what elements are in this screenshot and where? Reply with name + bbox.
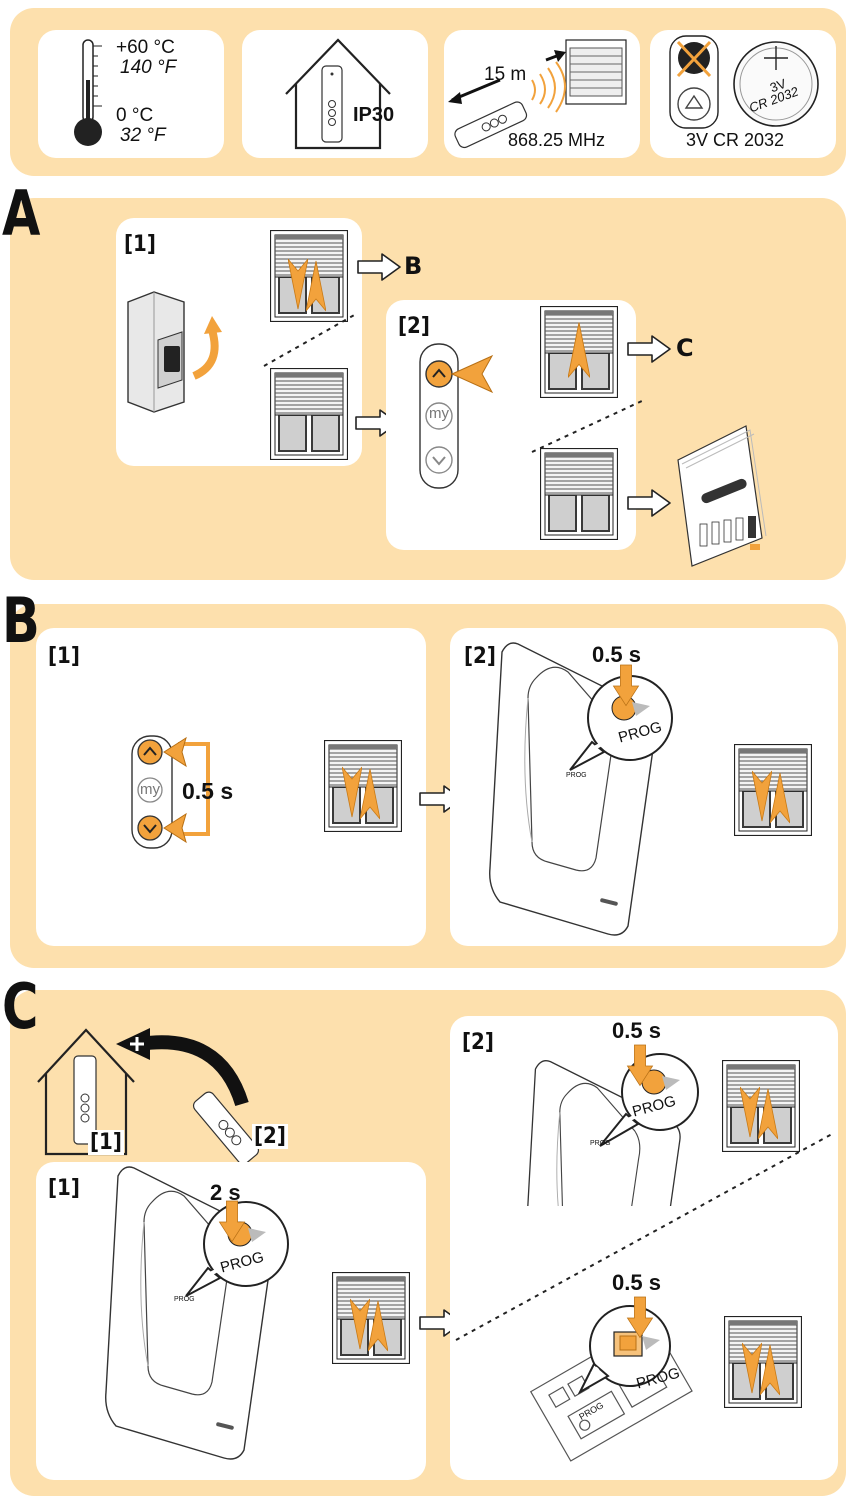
range-distance: 15 m: [484, 64, 527, 85]
time-c2b: 0.5 s: [612, 1270, 661, 1295]
dashed-divider-a1: [263, 313, 357, 367]
battery-icon: [669, 35, 819, 129]
temp-max-c: +60 °C: [116, 37, 175, 58]
blind-icon-a2-bottom: [540, 448, 618, 540]
remote-up-down-icon: [131, 735, 210, 849]
section-a-step1-label: [1]: [124, 232, 156, 257]
thermometer-icon: [74, 39, 102, 146]
motor-head-icon: [529, 1305, 693, 1462]
house-remote-c: [37, 1028, 135, 1156]
section-b-step1-label: [1]: [48, 644, 80, 669]
remote-buttons-icon: [419, 343, 494, 489]
section-b-letter: B: [2, 584, 40, 657]
temp-max-f: 140 °F: [120, 57, 177, 78]
temperature-card: [38, 30, 224, 158]
battery-label: 3V CR 2032: [686, 130, 785, 150]
my-button-b1: my: [140, 781, 160, 798]
up-down-arrows-a1: [288, 258, 326, 312]
section-b-step2-label: [2]: [464, 644, 496, 669]
up-down-arrows-b2: [752, 770, 790, 824]
section-a-step2-label: [2]: [398, 314, 430, 339]
prog-callout-b2: [569, 675, 673, 771]
section-a-letter: A: [2, 177, 41, 250]
manual-booklet-icon: [677, 425, 767, 567]
my-button-a2: my: [429, 405, 449, 422]
prog-small-c2a: PROG: [590, 1140, 611, 1147]
dashed-divider-a2: [531, 399, 645, 453]
circuit-breaker-icon: [127, 291, 222, 413]
time-b2: 0.5 s: [592, 642, 641, 667]
blind-icon-a1-bottom: [270, 368, 348, 460]
up-down-arrows-c1: [350, 1298, 388, 1352]
section-c-step1-label: [1]: [48, 1176, 80, 1201]
temp-min-f: 32 °F: [120, 125, 166, 146]
press-arrow-b2: [612, 664, 640, 708]
house-remote-icon: [285, 38, 391, 150]
house-step-label: [1]: [88, 1130, 124, 1155]
range-icon: [448, 39, 627, 149]
remote-step-label: [2]: [252, 1124, 288, 1149]
time-b1: 0.5 s: [182, 778, 234, 804]
up-down-arrows-b1: [342, 766, 380, 820]
ip-rating: IP30: [353, 104, 395, 126]
time-c2a: 0.5 s: [612, 1018, 661, 1043]
press-arrow-c1: [218, 1200, 246, 1244]
section-c-letter: C: [2, 970, 39, 1043]
goto-c-label: C: [676, 334, 694, 362]
take-remote-arrow-icon: [116, 1028, 260, 1165]
section-c-step2-label: [2]: [462, 1030, 494, 1055]
range-frequency: 868.25 MHz: [508, 130, 606, 150]
prog-small-c1: PROG: [174, 1296, 195, 1303]
press-arrow-c2a: [626, 1044, 654, 1088]
goto-b-label: B: [404, 252, 423, 280]
arrow-to-b-icon: [356, 252, 402, 282]
up-arrow-a2: [568, 322, 590, 378]
up-down-arrows-c2b: [742, 1342, 780, 1396]
arrow-to-c-icon: [626, 334, 672, 364]
press-arrow-c2b: [626, 1296, 654, 1340]
temp-min-c: 0 °C: [116, 105, 154, 126]
prog-small-b2: PROG: [566, 772, 587, 779]
arrow-to-manual-icon: [626, 488, 672, 518]
